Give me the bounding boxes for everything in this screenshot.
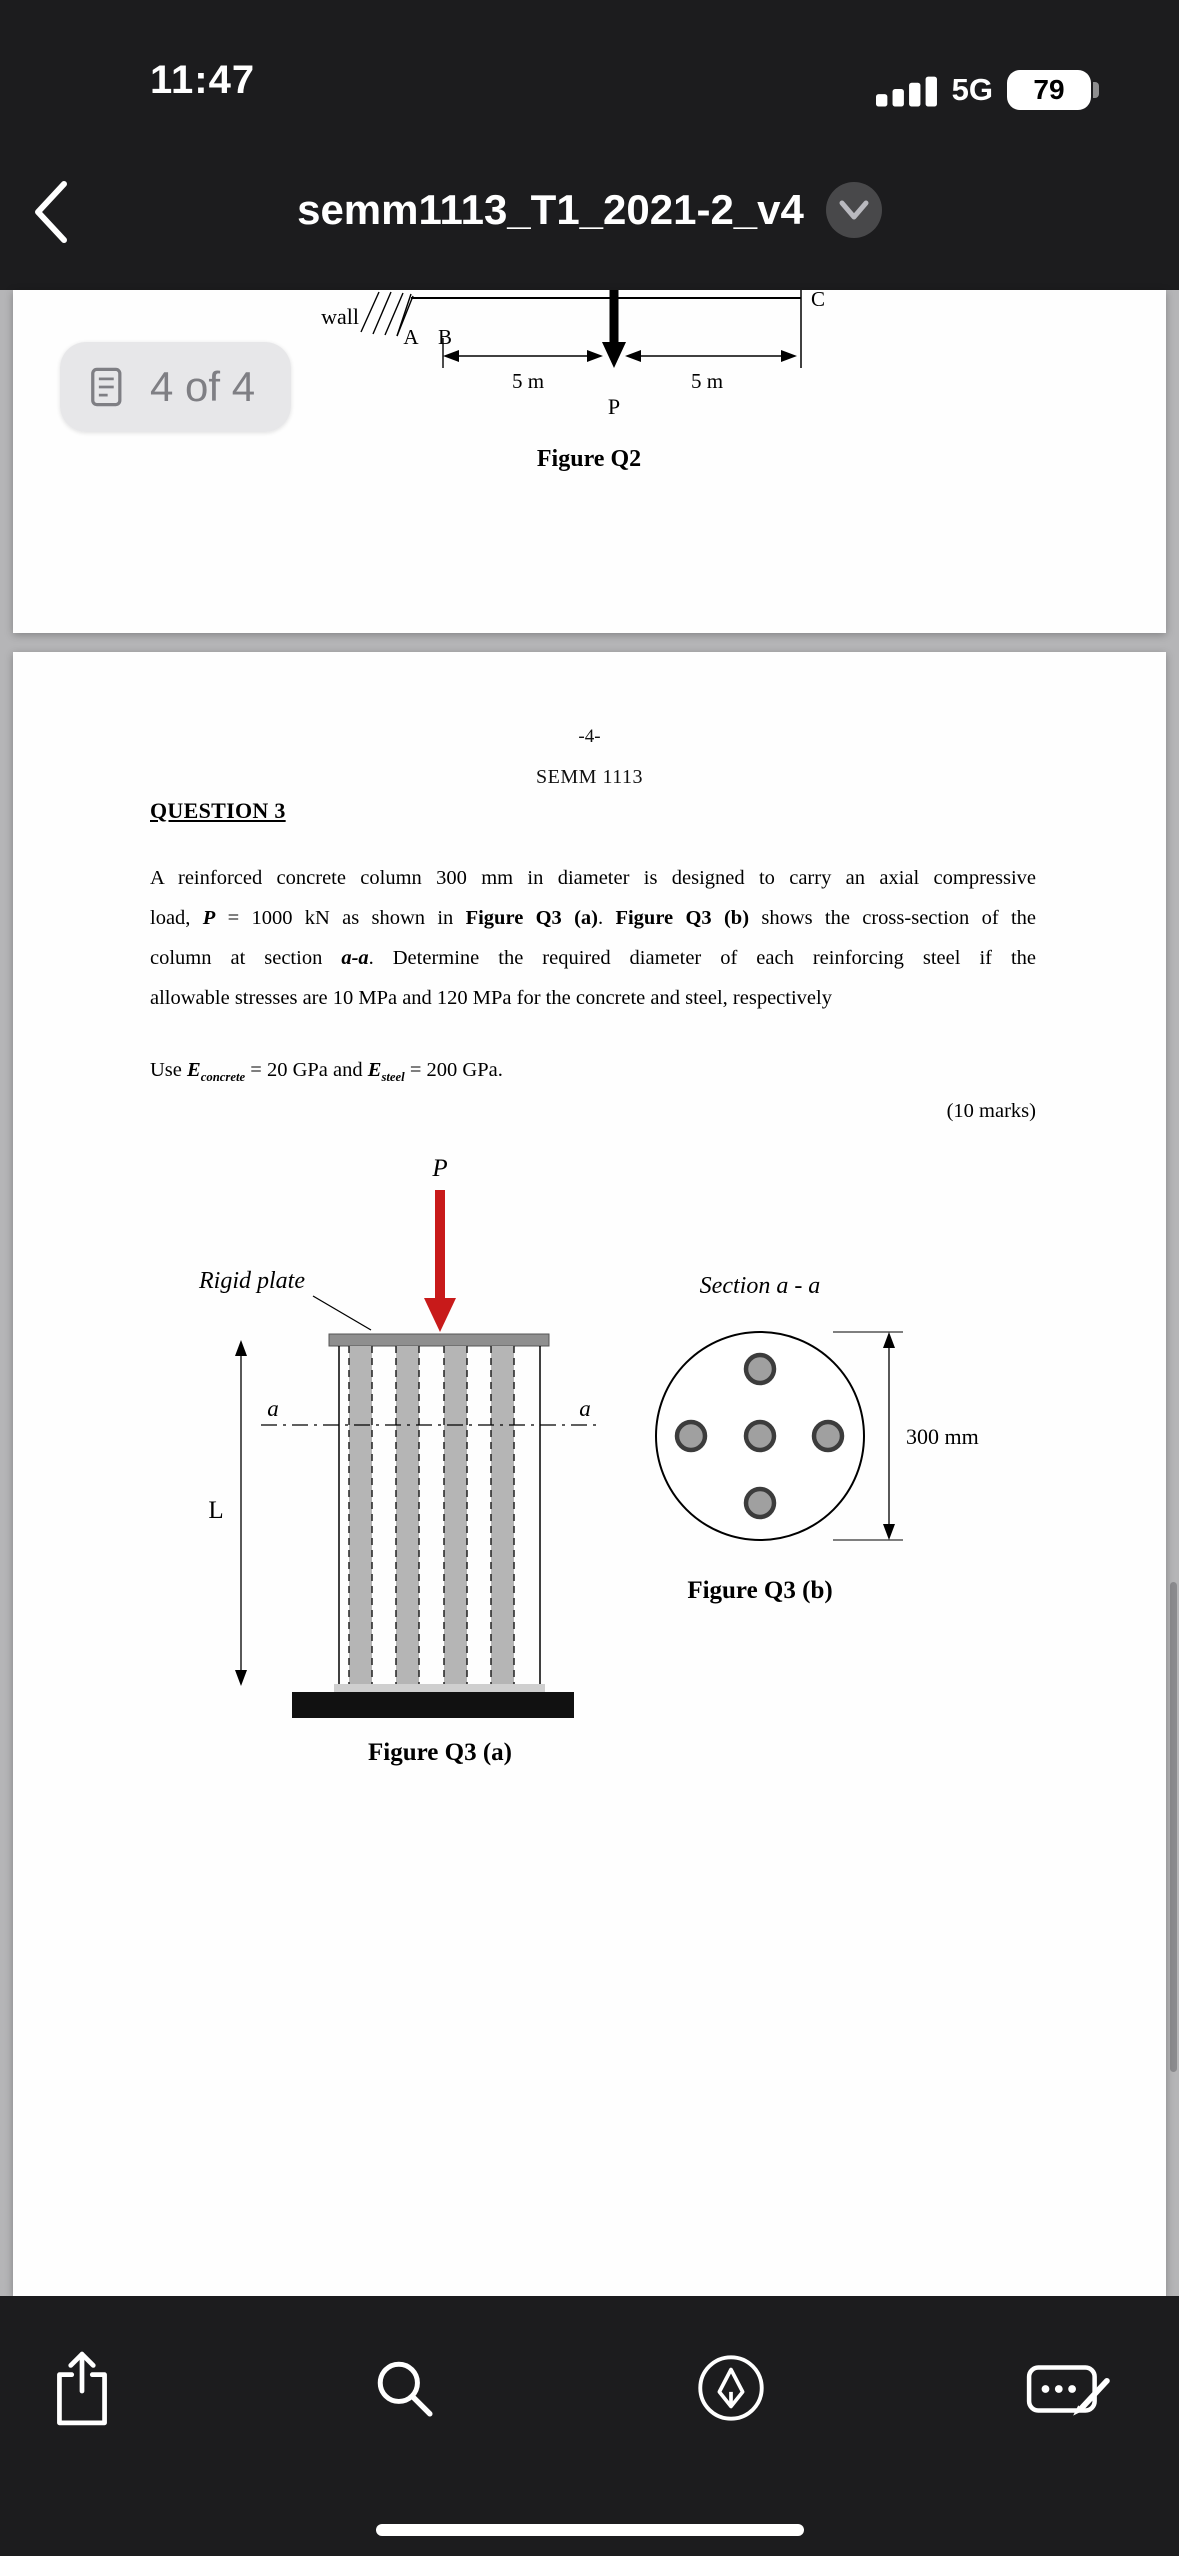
length-dimension	[235, 1340, 247, 1686]
back-button[interactable]	[26, 176, 76, 248]
support-c-label: C	[811, 290, 825, 311]
pages-icon	[91, 367, 122, 407]
course-code-header: SEMM 1113	[536, 766, 643, 788]
load-label-q3a: P	[431, 1155, 447, 1182]
rebar-circles	[674, 1352, 845, 1520]
paragraph-text: .	[598, 907, 616, 929]
support-b-label: B	[438, 325, 452, 349]
paragraph-text: = 20 GPa and	[245, 1059, 368, 1081]
marks-label: (10 marks)	[946, 1100, 1036, 1122]
base-block	[292, 1692, 574, 1718]
pdf-page-4: -4- SEMM 1113 QUESTION 3 A reinforced co…	[13, 652, 1166, 2296]
figure-ref: Figure Q3 (a)	[465, 907, 599, 929]
figure-q3b-caption: Figure Q3 (b)	[687, 1577, 832, 1604]
paragraph-text: shows the cross-section of the	[749, 907, 1036, 929]
section-a-right-label: a	[579, 1396, 591, 1421]
pen-nib-icon	[698, 2355, 764, 2421]
paragraph-line: allowable stresses are 10 MPa and 120 MP…	[150, 978, 1036, 1018]
section-ref: a-a	[341, 947, 369, 969]
paragraph-text: = 200 GPa.	[404, 1059, 503, 1081]
paragraph-text: allowable stresses are 10 MPa and 120 MP…	[150, 987, 832, 1009]
wall-hatch-icon	[360, 291, 414, 337]
dim-right-label: 5 m	[691, 369, 723, 393]
battery-icon: 79	[1007, 70, 1099, 110]
section-a-left-label: a	[267, 1396, 279, 1421]
status-right-cluster: 5G 79	[875, 70, 1099, 110]
battery-nub	[1093, 82, 1099, 98]
page-number: -4-	[578, 726, 601, 747]
document-title: semm1113_T1_2021-2_v4	[297, 186, 804, 233]
figure-q3-drawing: P Rigid plate	[198, 1155, 979, 1766]
support-a-label: A	[403, 325, 419, 349]
fill-and-sign-button[interactable]	[1016, 2336, 1120, 2440]
status-bar: 11:47 5G 79	[0, 0, 1179, 130]
question-paragraph: A reinforced concrete column 300 mm in d…	[150, 858, 1036, 1018]
modulus-symbol: E	[367, 1059, 382, 1081]
paragraph-line: load, P = 1000 kN as shown in Figure Q3 …	[150, 898, 1036, 938]
paragraph-line: column at section a-a. Determine the req…	[150, 938, 1036, 978]
battery-percent: 79	[1033, 74, 1065, 105]
modulus-symbol: E	[187, 1059, 201, 1081]
dimension-lines-q2	[442, 338, 781, 368]
title-menu-button[interactable]	[825, 182, 882, 238]
question-heading: QUESTION 3	[150, 798, 286, 823]
paragraph-text: Use	[150, 1059, 188, 1081]
rigid-plate	[328, 1333, 550, 1347]
rebar-strips	[348, 1346, 515, 1684]
status-time: 11:47	[150, 58, 256, 102]
figure-ref: Figure Q3 (b)	[615, 907, 750, 929]
network-type-label: 5G	[951, 72, 993, 107]
search-icon	[377, 2361, 433, 2417]
markup-button[interactable]	[679, 2336, 783, 2440]
chevron-down-icon	[839, 200, 869, 220]
load-arrow-q3a	[424, 1190, 456, 1332]
paragraph-text: load,	[150, 907, 203, 929]
figure-q2-caption: Figure Q2	[537, 446, 641, 472]
rigid-plate-pointer	[312, 1295, 372, 1331]
modulus-subscript: steel	[381, 1070, 405, 1085]
modulus-subscript: concrete	[200, 1070, 246, 1085]
fill-and-sign-icon	[1026, 2365, 1110, 2416]
wall-label: wall	[321, 304, 359, 329]
paragraph-text: column at section	[150, 947, 342, 969]
load-symbol: P	[202, 907, 216, 929]
paragraph-text: . Determine the required diameter of eac…	[368, 947, 1036, 969]
navigation-bar: semm1113_T1_2021-2_v4	[0, 130, 1179, 290]
share-button[interactable]	[30, 2336, 134, 2440]
figure-q3a-caption: Figure Q3 (a)	[368, 1739, 512, 1766]
paragraph-text: A reinforced concrete column 300 mm in d…	[150, 867, 1036, 889]
dim-left-label: 5 m	[512, 369, 544, 393]
share-icon	[57, 2351, 107, 2426]
search-button[interactable]	[352, 2336, 456, 2440]
rigid-plate-label: Rigid plate	[198, 1268, 305, 1294]
document-scroll-area[interactable]: wall C A B	[0, 290, 1179, 2296]
dimension-arrowheads-q2	[443, 350, 797, 362]
home-indicator[interactable]	[376, 2524, 804, 2536]
bottom-toolbar	[0, 2296, 1179, 2556]
page-indicator-label: 4 of 4	[150, 363, 256, 410]
material-properties-line: Use Econcrete = 20 GPa and Esteel = 200 …	[150, 1052, 503, 1095]
scrollbar[interactable]	[1170, 1582, 1177, 2072]
paragraph-text: = 1000 kN as shown in	[215, 907, 466, 929]
page-indicator[interactable]: 4 of 4	[60, 342, 292, 432]
nav-title-group: semm1113_T1_2021-2_v4	[0, 130, 1179, 290]
diameter-dimension	[833, 1331, 903, 1541]
load-arrow-q2	[602, 290, 626, 368]
load-label-q2: P	[608, 394, 620, 419]
column-footing	[334, 1684, 545, 1692]
column-outline	[338, 1346, 541, 1684]
diameter-label: 300 mm	[906, 1424, 979, 1449]
paragraph-line: A reinforced concrete column 300 mm in d…	[150, 858, 1036, 898]
cellular-signal-icon	[875, 76, 937, 107]
figure-q2-drawing: wall C A B	[321, 290, 825, 472]
section-title: Section a - a	[700, 1273, 821, 1299]
length-label: L	[208, 1497, 223, 1524]
